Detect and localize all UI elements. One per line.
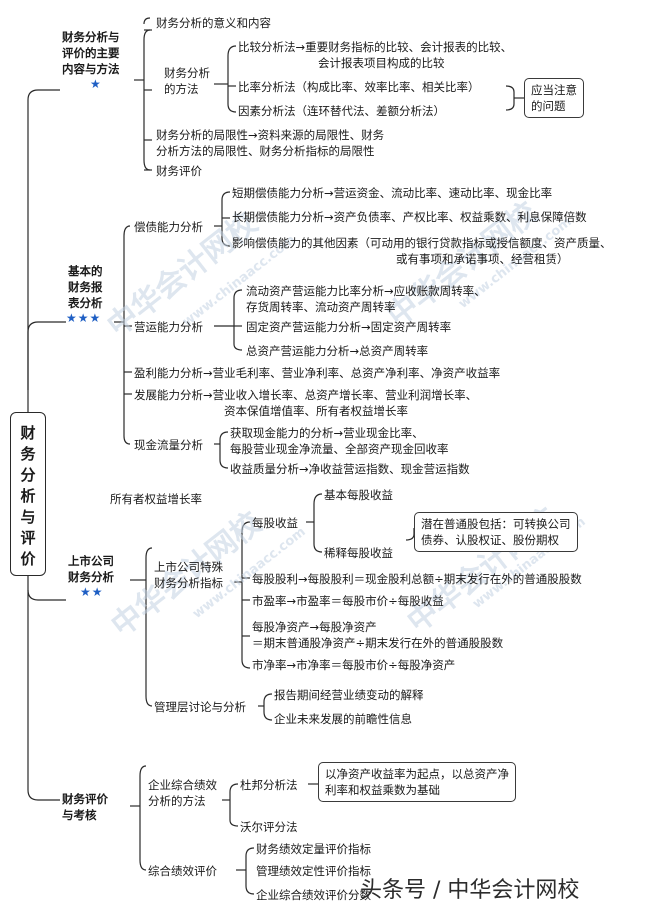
- other-solvency-factors-line2: 或有事项和承诺事项、经营租赁）: [396, 252, 569, 266]
- eps-basic: 基本每股收益: [324, 488, 393, 502]
- equity-growth-label: 所有者权益增长率: [110, 492, 202, 506]
- mgmt-performance-explanation: 报告期间经营业绩变动的解释: [274, 688, 424, 702]
- dupont-note-box: 以净资产收益率为起点，以总资产净 利率和权益乘数为基础: [318, 762, 516, 802]
- sec3-title-line2: 财务分析: [68, 570, 114, 584]
- other-solvency-factors-line1: 影响偿债能力的其他因素（可动用的银行贷款指标或授信额度、资产质量、: [232, 236, 612, 250]
- sec1-meaning: 财务分析的意义和内容: [156, 16, 271, 30]
- attention-note-line1: 应当注意: [531, 83, 577, 97]
- limit-line1: 财务分析的局限性→资料来源的局限性、财务: [156, 128, 385, 142]
- sec2-title-line2: 财务报: [68, 280, 103, 294]
- sec4-title-line2: 与考核: [62, 808, 97, 822]
- sec3-star-rating: ★★: [80, 585, 104, 599]
- sec1-star-rating: ★: [90, 77, 102, 91]
- management-discussion: 管理层讨论与分析: [154, 700, 246, 714]
- bvps-line2: ＝期末普通股净资产÷期末发行在外的普通股股数: [252, 636, 504, 650]
- sec1-title-line2: 评价的主要: [62, 46, 120, 60]
- cash-ability-line2: 每股营业现金净流量、全部资产现金回收率: [230, 442, 449, 456]
- method-compare-line1: 比较分析法→重要财务指标的比较、会计报表的比较、: [238, 40, 513, 54]
- footer-source: 头条号 / 中华会计网校: [360, 878, 580, 903]
- comprehensive-methods-line2: 分析的方法: [148, 794, 206, 808]
- comprehensive-methods-line1: 企业综合绩效: [148, 778, 217, 792]
- comprehensive-performance-eval: 综合绩效评价: [148, 864, 217, 878]
- sec1-title-line1: 财务分析与: [62, 30, 120, 44]
- development-analysis-line1: 发展能力分析→营业收入增长率、总资产增长率、营业利润增长率、: [134, 388, 478, 402]
- short-term-solvency: 短期偿债能力分析→营运资金、流动比率、速动比率、现金比率: [232, 186, 553, 200]
- attention-note-box: 应当注意 的问题: [524, 78, 584, 118]
- pe-ratio: 市盈率→市盈率＝每股市价÷每股收益: [252, 594, 444, 608]
- dividend-per-share: 每股股利→每股股利＝现金股利总额÷期末发行在外的普通股股数: [252, 572, 582, 586]
- sec1-title-line3: 内容与方法: [62, 62, 120, 76]
- performance-score: 企业综合绩效评价分数: [256, 888, 371, 902]
- management-performance-indicators: 管理绩效定性评价指标: [256, 864, 371, 878]
- development-analysis-line2: 资本保值增值率、所有者权益增长率: [224, 404, 408, 418]
- special-indicators-line1: 上市公司特殊: [154, 560, 223, 574]
- current-asset-operation-line2: 存货周转率、流动资产周转率: [246, 300, 396, 314]
- eps-diluted: 稀释每股收益: [324, 546, 393, 560]
- profitability-analysis: 盈利能力分析→营业毛利率、营业净利率、总资产净利率、净资产收益率: [134, 366, 501, 380]
- method-factor: 因素分析法（连环替代法、差额分析法）: [238, 104, 445, 118]
- limit-line2: 分析方法的局限性、财务分析指标的局限性: [156, 144, 375, 158]
- eps-label: 每股收益: [252, 516, 298, 530]
- fixed-asset-operation: 固定资产营运能力分析→固定资产周转率: [246, 320, 452, 334]
- sec2-title-line1: 基本的: [68, 264, 103, 278]
- sec4-title-line1: 财务评价: [62, 792, 108, 806]
- financial-evaluation: 财务评价: [156, 164, 202, 178]
- attention-note-line2: 的问题: [531, 99, 566, 113]
- potential-shares-box: 潜在普通股包括：可转换公司 债券、认股权证、股份期权: [414, 512, 578, 552]
- sec2-star-rating: ★★★: [66, 311, 102, 325]
- potential-shares-line2: 债券、认股权证、股份期权: [421, 533, 559, 547]
- method-ratio: 比率分析法（构成比率、效率比率、相关比率）: [238, 80, 480, 94]
- potential-shares-line1: 潜在普通股包括：可转换公司: [421, 517, 571, 531]
- operation-analysis: 营运能力分析: [134, 320, 203, 334]
- root-node: 财 务 分 析 与 评 价: [10, 412, 46, 576]
- current-asset-operation-line1: 流动资产营运能力比率分析→应收账款周转率、: [246, 284, 486, 298]
- sec3-title-line1: 上市公司: [68, 554, 114, 568]
- solvency-analysis: 偿债能力分析: [134, 220, 203, 234]
- method-compare-line2: 会计报表项目构成的比较: [318, 56, 445, 70]
- total-asset-operation: 总资产营运能力分析→总资产周转率: [246, 344, 429, 358]
- dupont-note-line2: 利率和权益乘数为基础: [325, 783, 440, 797]
- cashflow-analysis: 现金流量分析: [134, 438, 203, 452]
- financial-performance-indicators: 财务绩效定量评价指标: [256, 842, 371, 856]
- long-term-solvency: 长期偿债能力分析→资产负债率、产权比率、权益乘数、利息保障倍数: [232, 210, 587, 224]
- dupont-note-line1: 以净资产收益率为起点，以总资产净: [325, 767, 509, 781]
- wall-scoring: 沃尔评分法: [240, 820, 298, 834]
- earnings-quality: 收益质量分析→净收益营运指数、现金营运指数: [230, 462, 470, 476]
- sec1-methods-line1: 财务分析: [164, 66, 210, 80]
- sec1-methods-line2: 的方法: [164, 82, 199, 96]
- bvps-line1: 每股净资产→每股净资产: [252, 620, 377, 634]
- mgmt-forward-looking: 企业未来发展的前瞻性信息: [274, 712, 412, 726]
- sec2-title-line3: 表分析: [68, 296, 103, 310]
- special-indicators-line2: 财务分析指标: [154, 576, 223, 590]
- pb-ratio: 市净率→市净率＝每股市价÷每股净资产: [252, 658, 456, 672]
- cash-ability-line1: 获取现金能力的分析→营业现金比率、: [230, 426, 424, 440]
- dupont-analysis: 杜邦分析法: [240, 778, 298, 792]
